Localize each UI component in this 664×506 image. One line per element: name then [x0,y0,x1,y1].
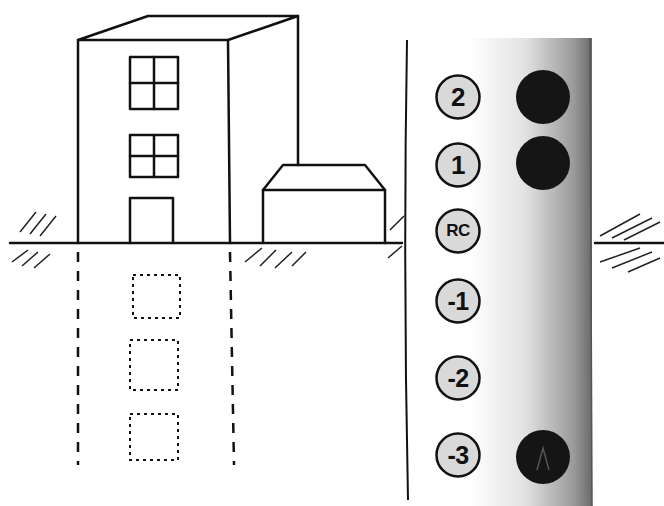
small-house [263,165,385,243]
floor-label: -2 [435,355,481,401]
window [130,57,178,109]
basement-outline [78,252,234,465]
door [130,198,173,243]
floor-label: -1 [435,278,481,324]
window [130,135,178,177]
floor-button: 2 [435,74,481,120]
floor-button: -2 [435,355,481,401]
basement-floor [130,275,180,460]
indicator-light [516,70,570,484]
panel-edge [405,40,408,500]
floor-button: RC [435,208,481,254]
floor-label: RC [435,208,481,254]
floor-button: 1 [435,142,481,188]
floor-button: -1 [435,278,481,324]
ground-line [10,242,402,245]
building-edge [297,16,300,165]
floor-label: 2 [435,74,481,120]
floor-button: -3 [435,432,481,478]
ground-line [595,242,664,245]
floor-label: 1 [435,142,481,188]
floor-label: -3 [435,432,481,478]
building-wall [78,40,230,243]
roof [78,16,298,40]
panel-shade [470,38,592,506]
